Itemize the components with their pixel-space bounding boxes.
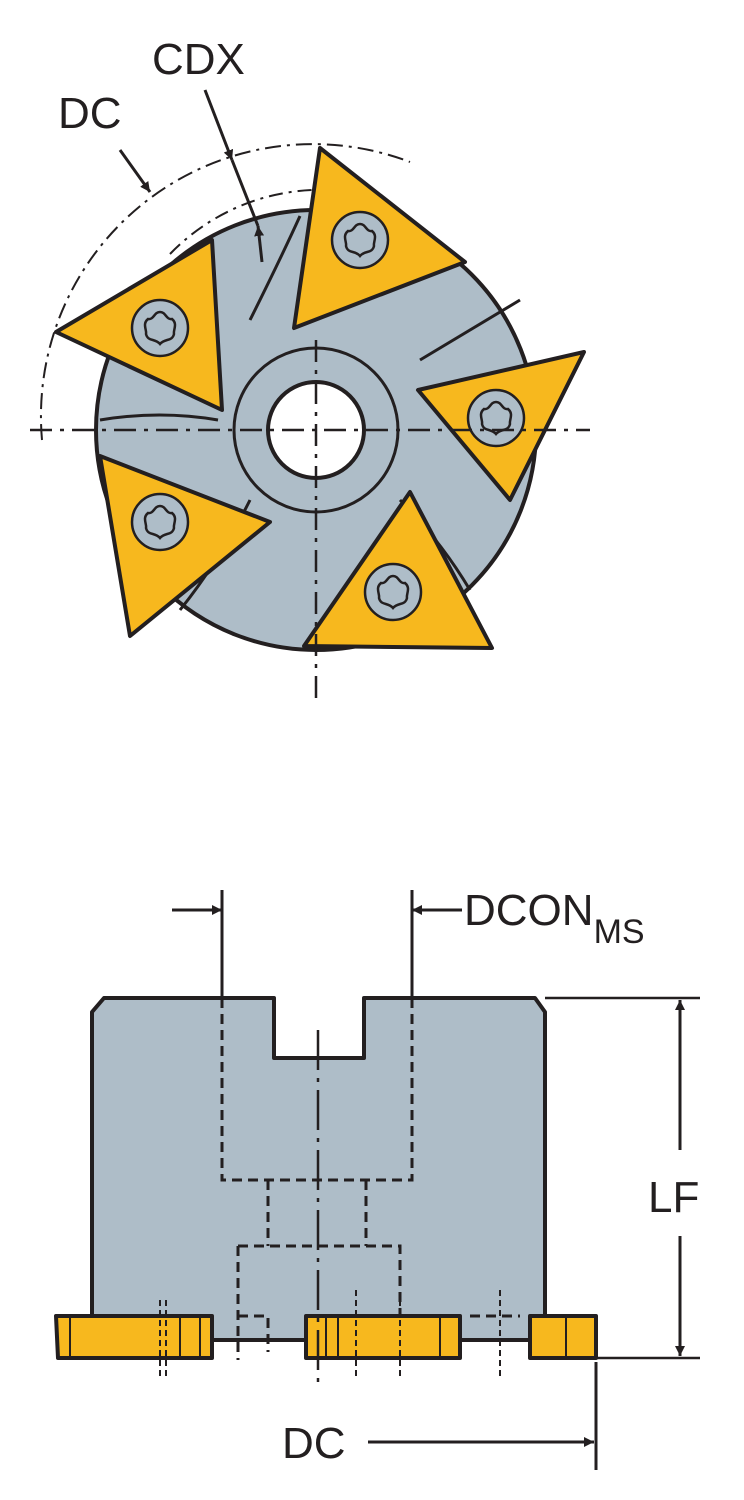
- dc-reference-arc: [39, 143, 411, 441]
- insert-bottom: [302, 490, 494, 650]
- cdx-reference-arc: [169, 189, 313, 255]
- top-view: DC CDX: [30, 35, 590, 700]
- reference-ticks: [159, 1290, 501, 1378]
- cdx-leader-outer: [203, 89, 234, 161]
- dcon-subscript: MS: [594, 913, 645, 951]
- lf-label: LF: [648, 1173, 699, 1222]
- cdx-label: CDX: [152, 35, 245, 84]
- cdx-leader-inner: [230, 159, 260, 227]
- dc-label-bottom: DC: [282, 1419, 346, 1468]
- insert-side-center: [304, 1314, 462, 1360]
- dc-leader: [118, 149, 152, 193]
- dcon-label: DCONMS: [464, 886, 645, 951]
- insert-top: [292, 146, 467, 330]
- insert-left: [54, 238, 224, 412]
- insert-lower-left: [98, 454, 272, 638]
- side-view: DCONMS LF DC: [54, 886, 700, 1470]
- insert-side-left: [54, 1314, 214, 1360]
- dc-label-top: DC: [58, 89, 122, 138]
- cdx-leader-arrow2: [254, 225, 265, 263]
- insert-right: [416, 350, 586, 502]
- insert-side-right: [528, 1314, 598, 1360]
